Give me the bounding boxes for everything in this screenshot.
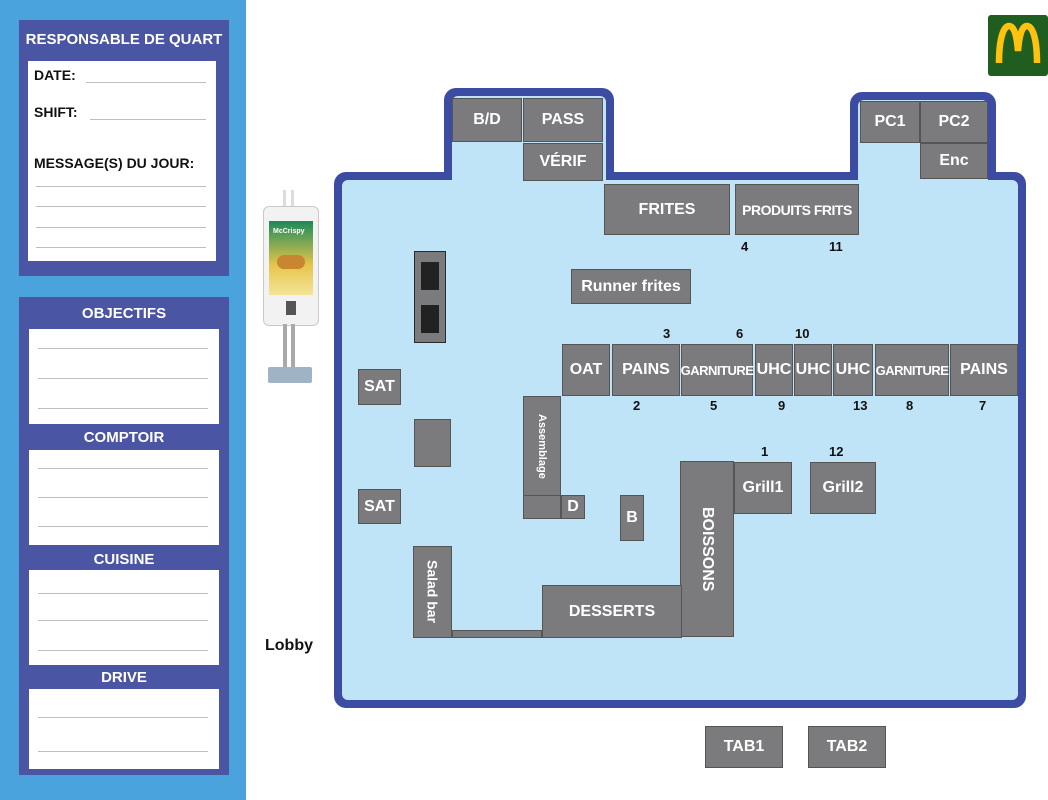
kiosk-card-reader [286, 301, 296, 315]
message-line[interactable] [36, 206, 206, 207]
station-pains-right[interactable]: PAINS [950, 344, 1018, 396]
sidebar: RESPONSABLE DE QUART DATE: SHIFT: MESSAG… [0, 0, 246, 800]
drive-line[interactable] [38, 717, 208, 718]
station-boissons[interactable]: BOISSONS [680, 461, 734, 637]
station-grill1[interactable]: Grill1 [734, 462, 792, 514]
kiosk-stand [291, 324, 295, 368]
station-enc[interactable]: Enc [920, 143, 988, 179]
kiosk-top-post [283, 190, 286, 208]
drive-line[interactable] [38, 751, 208, 752]
position-number: 12 [829, 444, 844, 459]
position-number: 1 [761, 444, 769, 459]
kiosk-body: McCrispy [263, 206, 319, 326]
position-number: 4 [741, 239, 749, 254]
position-number: 11 [829, 239, 843, 254]
message-line[interactable] [36, 186, 206, 187]
date-label: DATE: [34, 67, 76, 83]
station-pc2[interactable]: PC2 [920, 101, 988, 143]
shift-field[interactable] [90, 119, 206, 120]
comptoir-line[interactable] [38, 526, 208, 527]
objectifs-line[interactable] [38, 408, 208, 409]
cuisine-line[interactable] [38, 620, 208, 621]
position-number: 5 [710, 398, 718, 413]
kiosk-promo-image [277, 255, 305, 269]
kiosk-stand [283, 324, 287, 368]
station-garniture-right[interactable]: GARNITURE [875, 344, 949, 396]
position-number: 2 [633, 398, 641, 413]
station-oat[interactable]: OAT [562, 344, 610, 396]
position-number: 8 [906, 398, 914, 413]
station-bd[interactable]: B/D [452, 98, 522, 142]
position-number: 13 [853, 398, 868, 413]
section-title-drive: DRIVE [101, 669, 147, 686]
cuisine-line[interactable] [38, 650, 208, 651]
station-uhc-2[interactable]: UHC [794, 344, 832, 396]
station-sat-2[interactable]: SAT [358, 489, 401, 524]
sections-panel: OBJECTIFS COMPTOIR CUISINE DRIVE [19, 297, 229, 775]
station-desserts[interactable]: DESSERTS [542, 585, 682, 638]
station-sat-1[interactable]: SAT [358, 369, 401, 405]
comptoir-line[interactable] [38, 497, 208, 498]
station-tab1[interactable]: TAB1 [705, 726, 783, 768]
section-title-objectifs: OBJECTIFS [81, 305, 167, 322]
cuisine-line[interactable] [38, 593, 208, 594]
comptoir-line[interactable] [38, 468, 208, 469]
position-number: 9 [778, 398, 786, 413]
shift-label: SHIFT: [34, 104, 78, 120]
position-number: 10 [795, 326, 810, 341]
dark-equipment-slot [421, 262, 439, 290]
position-number: 3 [663, 326, 671, 341]
station-verif[interactable]: VÉRIF [523, 143, 603, 181]
station-runner-frites[interactable]: Runner frites [571, 269, 691, 304]
station-uhc-3[interactable]: UHC [833, 344, 873, 396]
objectifs-box [29, 329, 219, 424]
kiosk-screen: McCrispy [269, 221, 313, 295]
station-tab2[interactable]: TAB2 [808, 726, 886, 768]
station-garniture-left[interactable]: GARNITURE [681, 344, 754, 396]
station-b[interactable]: B [620, 495, 644, 541]
station-frites[interactable]: FRITES [604, 184, 730, 235]
section-title-cuisine: CUISINE [93, 551, 155, 568]
kiosk-top-post [291, 190, 294, 208]
salad-bar-counter [452, 630, 542, 638]
dark-equipment-slot [421, 305, 439, 333]
objectifs-line[interactable] [38, 348, 208, 349]
kiosk-brand: McCrispy [273, 228, 305, 235]
station-grill2[interactable]: Grill2 [810, 462, 876, 514]
equipment-block [414, 419, 451, 467]
mcdonalds-logo [988, 15, 1048, 76]
message-line[interactable] [36, 247, 206, 248]
position-number: 7 [979, 398, 987, 413]
drive-box [29, 689, 219, 769]
station-assemblage[interactable]: Assemblage [523, 396, 561, 496]
station-pains-left[interactable]: PAINS [612, 344, 680, 396]
station-produits-frits[interactable]: PRODUITS FRITS [735, 184, 859, 235]
station-salad-bar[interactable]: Salad bar [413, 546, 452, 638]
manager-panel: RESPONSABLE DE QUART DATE: SHIFT: MESSAG… [19, 20, 229, 276]
manager-panel-title: RESPONSABLE DE QUART [25, 31, 223, 48]
station-pass[interactable]: PASS [523, 98, 603, 142]
station-uhc-1[interactable]: UHC [755, 344, 793, 396]
assemblage-base [523, 495, 561, 519]
kiosk-base [268, 367, 312, 383]
comptoir-box [29, 450, 219, 545]
lobby-label: Lobby [265, 637, 313, 654]
objectifs-line[interactable] [38, 378, 208, 379]
message-line[interactable] [36, 227, 206, 228]
cuisine-box [29, 570, 219, 665]
kiosk: McCrispy [260, 190, 322, 386]
date-field[interactable] [86, 82, 206, 83]
station-pc1[interactable]: PC1 [860, 101, 920, 143]
position-number: 6 [736, 326, 744, 341]
message-label: MESSAGE(S) DU JOUR: [34, 155, 195, 171]
section-title-comptoir: COMPTOIR [83, 429, 165, 446]
station-d[interactable]: D [561, 495, 585, 519]
manager-panel-body: DATE: SHIFT: MESSAGE(S) DU JOUR: [28, 61, 216, 261]
